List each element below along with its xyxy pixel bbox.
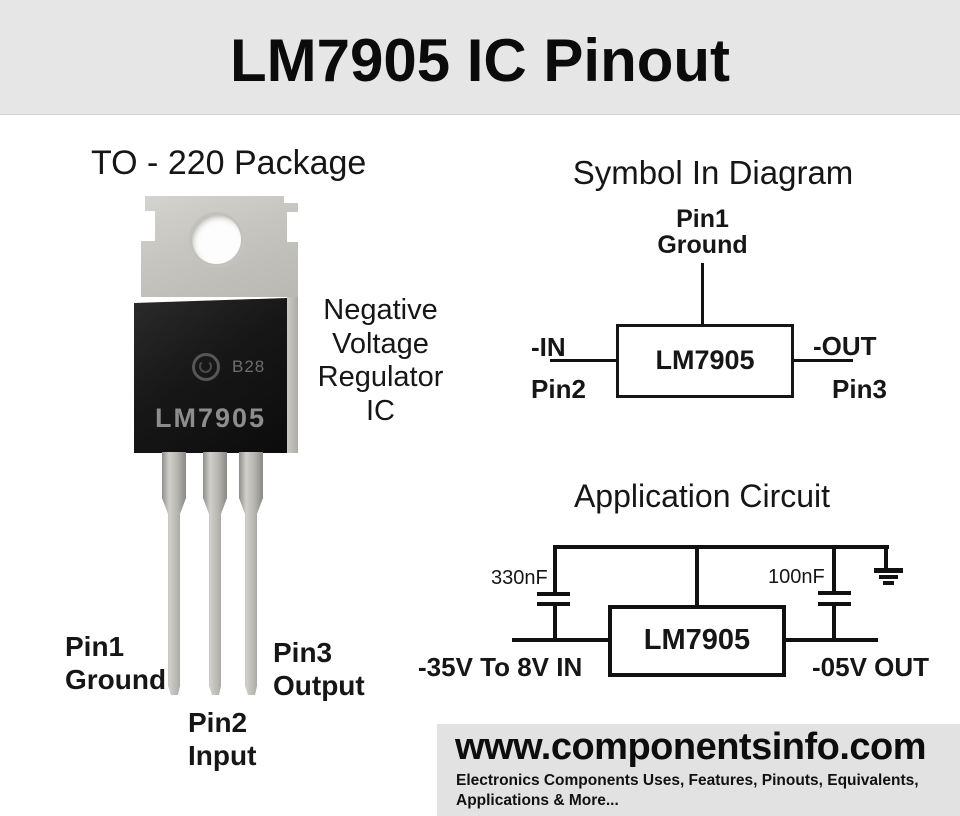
footer-tagline: Electronics Components Uses, Features, P… — [456, 771, 919, 810]
pin3-name: Pin3 — [273, 637, 333, 668]
output-cap-lower-wire — [832, 606, 836, 639]
footer-tagline-line2: Applications & More... — [456, 791, 619, 809]
symbol-output-wire — [794, 359, 853, 362]
chip-marking-code: B28 — [232, 357, 266, 376]
circuit-top-wire — [553, 545, 889, 549]
symbol-ground-wire — [701, 263, 704, 324]
package-description: Negative Voltage Regulator IC — [303, 294, 458, 428]
pin3-function: Output — [273, 670, 365, 701]
input-cap-lower-wire — [553, 606, 557, 639]
circuit-ic-label: LM7905 — [643, 624, 751, 656]
description-line: Regulator — [317, 361, 444, 393]
package-heading: TO - 220 Package — [91, 144, 367, 182]
mounting-hole — [189, 212, 244, 267]
metal-tab-edge — [287, 297, 298, 453]
page-title: LM7905 IC Pinout — [229, 27, 731, 94]
symbol-ic-box: LM7905 — [616, 324, 794, 398]
manufacturer-logo-icon — [192, 353, 220, 381]
pin2-label: Pin2 Input — [188, 706, 256, 772]
pin2-function: Input — [188, 740, 257, 771]
pin2-name: Pin2 — [188, 707, 248, 738]
symbol-input-wire — [550, 359, 616, 362]
circuit-output-wire — [786, 638, 878, 642]
input-cap-plate-bottom — [537, 602, 570, 606]
circuit-heading: Application Circuit — [573, 478, 831, 514]
output-cap-plate-bottom — [818, 602, 851, 606]
symbol-ic-label: LM7905 — [655, 345, 755, 375]
output-cap-upper-wire — [832, 549, 836, 591]
circuit-input-wire — [512, 638, 608, 642]
ground-bar-3 — [883, 581, 894, 585]
input-cap-value: 330nF — [491, 567, 548, 589]
output-cap-value: 100nF — [768, 566, 825, 588]
website-url: www.componentsinfo.com — [455, 726, 927, 768]
ground-stem — [884, 549, 888, 568]
pin1-name: Pin1 — [65, 631, 125, 662]
input-cap-plate-top — [537, 592, 570, 596]
description-line: IC — [366, 394, 395, 427]
symbol-in-pin: Pin2 — [531, 374, 586, 404]
circuit-ic-box: LM7905 — [608, 605, 786, 677]
symbol-out-pin: Pin3 — [832, 374, 887, 404]
ground-bar-1 — [874, 568, 903, 573]
title-banner: LM7905 IC Pinout — [0, 0, 960, 115]
input-cap-upper-wire — [553, 549, 557, 592]
chip-part-label: LM7905 — [154, 403, 267, 433]
symbol-top-pin-function: Ground — [657, 231, 748, 259]
pin1-label: Pin1 Ground — [65, 630, 166, 696]
symbol-top-pin-label: Pin1 Ground — [620, 206, 785, 258]
ground-bar-2 — [879, 575, 898, 579]
symbol-in-signal: -IN — [531, 332, 566, 362]
chip-body: B28 LM7905 — [134, 298, 287, 453]
symbol-out-signal: -OUT — [813, 331, 877, 361]
description-line: Negative — [323, 294, 438, 326]
symbol-heading: Symbol In Diagram — [572, 154, 854, 191]
output-voltage-label: -05V OUT — [812, 652, 930, 682]
pin3-label: Pin3 Output — [273, 636, 365, 702]
description-line: Voltage — [332, 327, 429, 360]
output-cap-plate-top — [818, 591, 851, 595]
symbol-top-pin-name: Pin1 — [676, 205, 729, 233]
circuit-ground-pin-wire — [695, 549, 699, 606]
input-voltage-label: -35V To 8V IN — [418, 652, 583, 682]
footer-banner: www.componentsinfo.com Electronics Compo… — [437, 724, 960, 816]
footer-tagline-line1: Electronics Components Uses, Features, P… — [456, 772, 919, 789]
pin1-function: Ground — [65, 664, 167, 695]
